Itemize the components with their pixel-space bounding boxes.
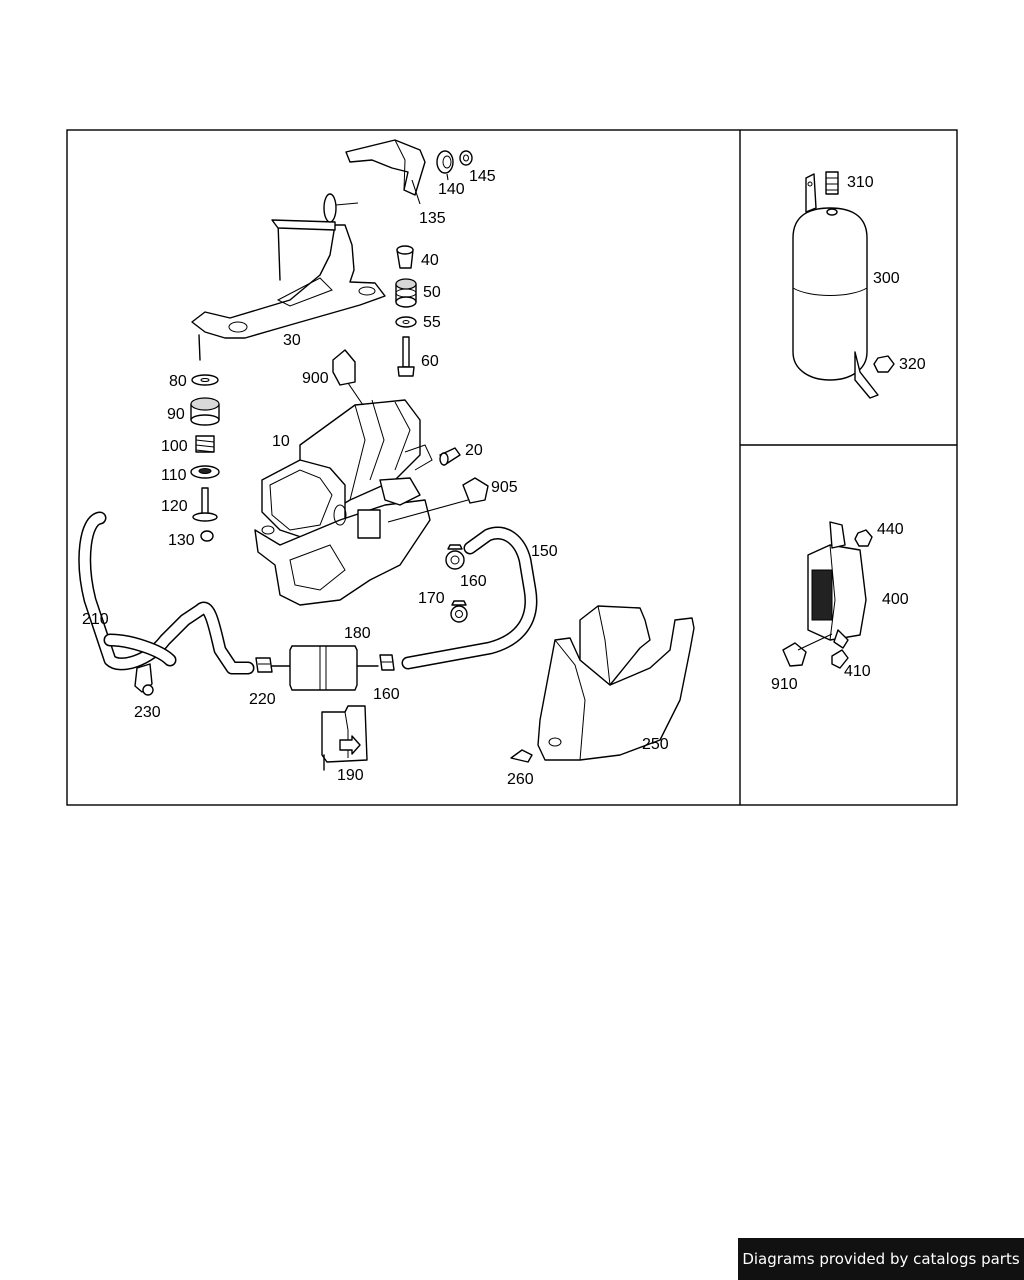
callout-135: 135 bbox=[419, 210, 446, 227]
callout-10: 10 bbox=[272, 433, 290, 450]
callout-30: 30 bbox=[283, 332, 301, 349]
part-170-clamp[interactable] bbox=[450, 600, 468, 623]
part-310-fitting[interactable] bbox=[825, 171, 839, 216]
diagram-frames bbox=[66, 129, 958, 806]
part-40-sleeve[interactable] bbox=[396, 245, 414, 269]
callout-55: 55 bbox=[423, 314, 441, 331]
part-905-connector[interactable] bbox=[387, 477, 489, 523]
callout-150: 150 bbox=[531, 543, 558, 560]
callout-250: 250 bbox=[642, 736, 669, 753]
callout-320: 320 bbox=[899, 356, 926, 373]
part-50-rubber-mount[interactable] bbox=[395, 278, 417, 308]
part-55-washer[interactable] bbox=[395, 316, 417, 328]
part-10-compressor[interactable] bbox=[254, 399, 433, 606]
part-900-connector[interactable] bbox=[332, 349, 364, 406]
part-20-valve[interactable] bbox=[439, 447, 461, 466]
callout-180: 180 bbox=[344, 625, 371, 642]
callout-120: 120 bbox=[161, 498, 188, 515]
callout-410: 410 bbox=[844, 663, 871, 680]
part-230-clip[interactable] bbox=[134, 663, 154, 696]
part-320-nut[interactable] bbox=[873, 355, 895, 373]
part-250-cover[interactable] bbox=[537, 605, 695, 761]
part-440-nut[interactable] bbox=[854, 529, 873, 547]
callout-220: 220 bbox=[249, 691, 276, 708]
part-135-bracket[interactable] bbox=[345, 139, 426, 205]
callout-310: 310 bbox=[847, 174, 874, 191]
callout-labels: 10 20 30 40 50 55 60 80 90 100 110 120 1… bbox=[82, 168, 926, 788]
callout-400: 400 bbox=[882, 591, 909, 608]
callout-160-upper: 160 bbox=[460, 573, 487, 590]
callout-300: 300 bbox=[873, 270, 900, 287]
part-210-hose[interactable] bbox=[78, 511, 255, 675]
part-110-washer[interactable] bbox=[190, 465, 220, 479]
callout-20: 20 bbox=[465, 442, 483, 459]
callout-110: 110 bbox=[161, 467, 187, 484]
part-300-reservoir[interactable] bbox=[792, 173, 879, 399]
part-140-grommet[interactable] bbox=[436, 150, 454, 181]
callout-160-lower: 160 bbox=[373, 686, 400, 703]
part-30-mounting-bracket[interactable] bbox=[191, 193, 386, 361]
part-100-spring[interactable] bbox=[195, 435, 215, 453]
callout-440: 440 bbox=[877, 521, 904, 538]
part-160-clamp-upper[interactable] bbox=[445, 544, 465, 570]
part-80-washer[interactable] bbox=[191, 374, 219, 386]
part-120-pin[interactable] bbox=[192, 487, 218, 522]
part-410-fitting[interactable] bbox=[831, 649, 849, 669]
callout-50: 50 bbox=[423, 284, 441, 301]
part-910-connector[interactable] bbox=[782, 633, 833, 667]
part-130-nut[interactable] bbox=[200, 530, 214, 542]
part-220-clip[interactable] bbox=[255, 657, 273, 673]
part-400-valve-block[interactable] bbox=[807, 521, 867, 649]
callout-130: 130 bbox=[168, 532, 195, 549]
callout-190: 190 bbox=[337, 767, 364, 784]
footer-credit-text: Diagrams provided by catalogs parts bbox=[742, 1250, 1020, 1268]
callout-100: 100 bbox=[161, 438, 188, 455]
part-145-nut[interactable] bbox=[459, 150, 473, 166]
callout-170: 170 bbox=[418, 590, 445, 607]
callout-260: 260 bbox=[507, 771, 534, 788]
callout-910: 910 bbox=[771, 676, 798, 693]
part-180-filter[interactable] bbox=[271, 645, 379, 691]
footer-credit-badge: Diagrams provided by catalogs parts bbox=[738, 1238, 1024, 1280]
callout-40: 40 bbox=[421, 252, 439, 269]
part-260-fastener[interactable] bbox=[510, 749, 533, 763]
callout-900: 900 bbox=[302, 370, 329, 387]
callout-905: 905 bbox=[491, 479, 518, 496]
part-150-hose[interactable] bbox=[401, 526, 538, 670]
callout-210: 210 bbox=[82, 611, 109, 628]
callout-80: 80 bbox=[169, 373, 187, 390]
part-190-holder[interactable] bbox=[321, 705, 368, 771]
callout-140: 140 bbox=[438, 181, 465, 198]
callout-145: 145 bbox=[469, 168, 496, 185]
part-90-rubber-mount[interactable] bbox=[190, 397, 220, 426]
part-160-clip-lower[interactable] bbox=[379, 654, 395, 671]
callout-60: 60 bbox=[421, 353, 439, 370]
callout-90: 90 bbox=[167, 406, 185, 423]
part-60-bolt[interactable] bbox=[397, 336, 415, 377]
callout-230: 230 bbox=[134, 704, 161, 721]
